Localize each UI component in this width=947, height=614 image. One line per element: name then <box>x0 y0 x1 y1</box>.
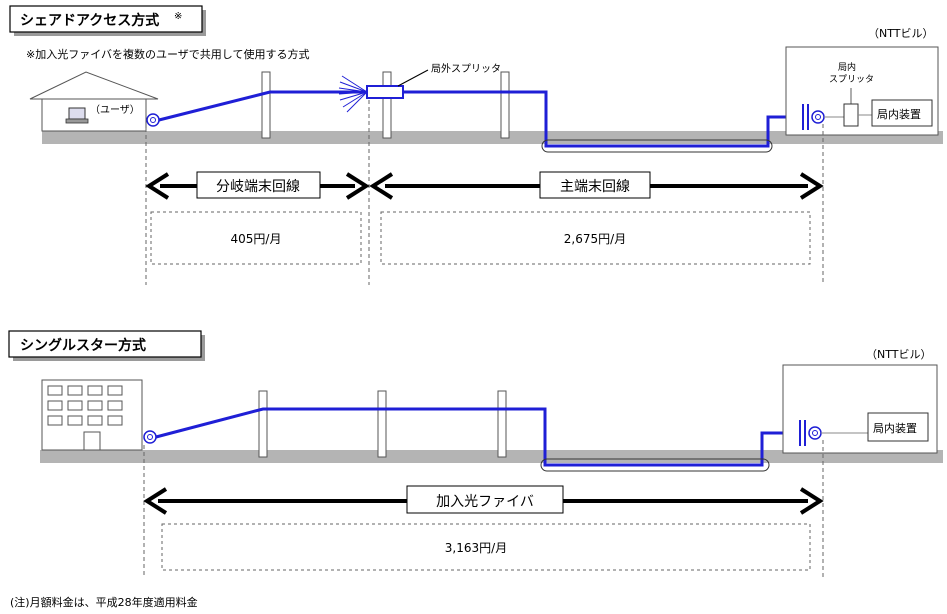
user-terminal-icon <box>146 113 160 127</box>
ntt-label: （NTTビル） <box>868 27 933 40</box>
office-building-icon <box>41 379 143 451</box>
main-line-label: 主端末回線 <box>560 179 630 195</box>
single-title-box <box>8 330 202 358</box>
user-terminal-icon <box>143 430 157 444</box>
shared-title-mark: ※ <box>174 11 182 22</box>
single-star-section: シングルスター方式 （NTTビル） 局内 <box>8 330 943 578</box>
conduit <box>541 139 773 153</box>
shared-title-box <box>9 5 203 33</box>
indoor-splitter-label-1: 局内 <box>838 61 856 73</box>
branch-line-label: 分岐端末回線 <box>216 179 300 195</box>
ntt-terminal-icon <box>808 426 822 440</box>
single-fee: 3,163円/月 <box>445 541 507 555</box>
ntt-terminal-icon <box>811 110 825 124</box>
pole <box>500 71 510 139</box>
equipment-box <box>871 99 933 127</box>
main-fee-box <box>380 211 811 265</box>
shared-access-section: シェアドアクセス方式 ※ ※加入光ファイバを複数のユーザで共用して使用する方式 … <box>9 5 943 285</box>
footnote: (注)月額料金は、平成28年度適用料金 <box>10 595 198 609</box>
pole <box>497 390 507 458</box>
indoor-splitter-icon <box>843 103 859 127</box>
branch-line-box <box>196 171 321 199</box>
main-fee: 2,675円/月 <box>564 232 626 246</box>
equipment-label: 局内装置 <box>877 107 921 121</box>
outdoor-splitter-icon <box>366 85 404 99</box>
pole <box>377 390 387 458</box>
equipment-label: 局内装置 <box>873 421 917 435</box>
branch-fee: 405円/月 <box>231 232 282 246</box>
shared-title: シェアドアクセス方式 <box>20 12 159 29</box>
boundary-lines <box>145 100 824 285</box>
split-rays-icon <box>338 75 368 113</box>
laptop-icon <box>65 107 89 124</box>
shared-note: ※加入光ファイバを複数のユーザで共用して使用する方式 <box>26 47 309 61</box>
subscriber-fiber-label: 加入光ファイバ <box>436 494 534 510</box>
indoor-splitter-label-2: スプリッタ <box>829 74 874 85</box>
single-fee-box <box>161 523 811 571</box>
house-icon <box>29 71 159 132</box>
shared-fiber-line <box>158 90 800 148</box>
pole <box>261 71 271 139</box>
main-line-box <box>539 171 651 199</box>
boundary-lines <box>143 440 824 578</box>
subscriber-fiber-box <box>406 485 564 514</box>
outdoor-splitter-label: 局外スプリッタ <box>431 63 501 75</box>
equipment-box <box>867 412 929 442</box>
user-label: （ユーザ） <box>90 104 140 116</box>
conduit <box>540 458 770 472</box>
ntt-label: （NTTビル） <box>866 348 931 361</box>
branch-fee-box <box>150 211 362 265</box>
single-fiber-line <box>155 407 800 467</box>
pole <box>258 390 268 458</box>
single-title: シングルスター方式 <box>20 337 146 354</box>
pole <box>382 71 392 139</box>
